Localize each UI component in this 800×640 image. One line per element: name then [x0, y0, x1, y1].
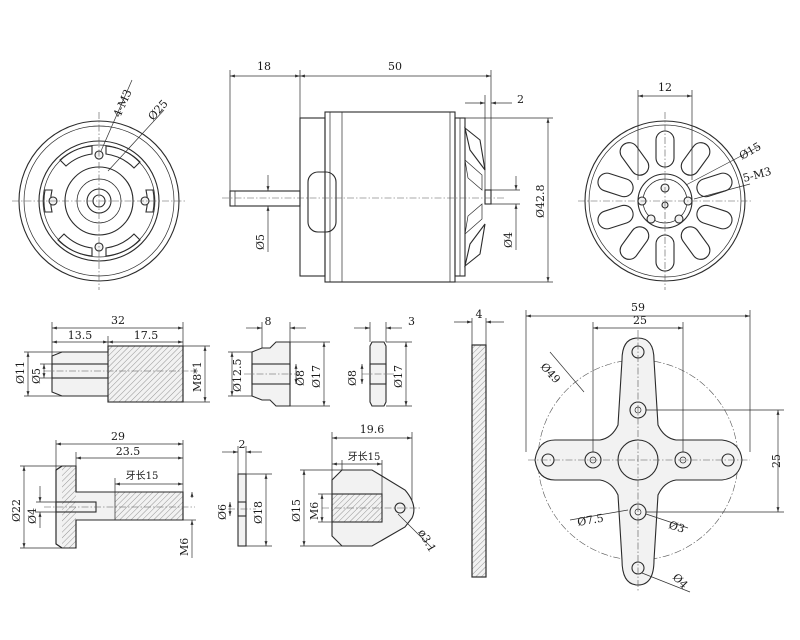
- flat-washer-6: 2 Ø6 Ø18: [216, 438, 272, 547]
- dim-front-shaft-5: Ø5: [254, 234, 267, 250]
- x-mount-top-view: 59 25 25 Ø49 Ø7.5 Ø3 Ø4: [525, 301, 784, 593]
- dim-17-5: 17.5: [134, 329, 159, 342]
- label-5-m3: 5-M3: [741, 165, 772, 185]
- rear-vent-slot: [696, 204, 733, 230]
- cone-washer: 8 Ø12.5 Ø8 Ø17: [228, 315, 330, 407]
- dim-3-hole: Ø3: [667, 518, 686, 535]
- dim-25-vertical: 25: [770, 454, 783, 468]
- dim-4-hole: Ø4: [670, 571, 691, 592]
- dim-bore-8-b: Ø8: [346, 370, 359, 386]
- rear-vent-slot: [696, 172, 733, 198]
- dim-11: Ø11: [14, 361, 27, 384]
- label-circle-15: Ø15: [737, 140, 763, 163]
- rear-vent-slot: [680, 226, 711, 260]
- dim-59: 59: [631, 301, 645, 314]
- rear-vent-slot: [655, 130, 675, 168]
- dim-49-circle: Ø49: [538, 360, 563, 386]
- dim-3-width: 3: [408, 315, 415, 328]
- rear-vent-slot: [619, 142, 650, 176]
- dim-3-1-hole: ø3.1: [415, 527, 438, 554]
- dim-2: 2: [517, 93, 524, 106]
- motor-side-view: 18 50 2 Ø42.8 Ø5 Ø4: [222, 60, 553, 283]
- dim-m6-adapter: M6: [178, 538, 191, 556]
- rear-vent-slot: [619, 226, 650, 260]
- dim-32: 32: [111, 314, 125, 327]
- rear-vent-slot: [680, 142, 711, 176]
- dim-bore-8-a: Ø8: [294, 370, 307, 386]
- x-mount-side-view: 4: [454, 308, 504, 578]
- label-bolt-circle-25: Ø25: [146, 97, 171, 123]
- dim-50: 50: [388, 60, 402, 73]
- dim-thread-length-15: 牙长15: [126, 470, 159, 482]
- dim-m8x1: M8*1: [191, 361, 204, 392]
- dim-12: 12: [658, 81, 672, 94]
- dim-29: 29: [111, 430, 125, 443]
- motor-front-view: 4-M3 Ø25: [12, 79, 186, 290]
- dim-4-thickness: 4: [476, 308, 483, 321]
- dim-19-6: 19.6: [360, 423, 385, 436]
- dim-m6-nut: M6: [308, 502, 321, 520]
- motor-rear-view: 12 Ø15 5-M3: [578, 81, 773, 290]
- dim-nut-thread-15: 牙长15: [348, 451, 381, 463]
- label-4-m3: 4-M3: [111, 87, 135, 119]
- rear-vent-slot: [597, 204, 634, 230]
- dim-13-5: 13.5: [68, 329, 93, 342]
- dim-18: 18: [257, 60, 271, 73]
- dim-bore-5: Ø5: [30, 368, 43, 384]
- dim-bore-4: Ø4: [26, 508, 39, 524]
- dim-18: Ø18: [252, 501, 265, 524]
- dim-17-a: Ø17: [310, 365, 323, 388]
- dim-rear-shaft-4: Ø4: [502, 232, 515, 248]
- dim-12-5: Ø12.5: [231, 358, 244, 392]
- prop-nut: 19.6 牙长15 Ø15 M6 ø3.1: [290, 423, 439, 554]
- dim-bore-6: Ø6: [216, 504, 229, 520]
- dim-23-5: 23.5: [116, 445, 141, 458]
- prop-adapter-b: 29 23.5 牙长15 Ø22 Ø4 M6: [10, 430, 196, 558]
- dim-7-5: Ø7.5: [576, 512, 604, 529]
- flat-washer-8: 3 Ø8 Ø17: [346, 315, 415, 407]
- dim-42-8: Ø42.8: [534, 184, 547, 218]
- dim-15-nut: Ø15: [290, 499, 303, 522]
- dim-22: Ø22: [10, 499, 23, 522]
- prop-adapter-a: 32 13.5 17.5 Ø11 Ø5 M8*1: [14, 314, 210, 403]
- dim-8-width: 8: [265, 315, 272, 328]
- dim-2-width: 2: [239, 438, 246, 451]
- dim-25-horizontal: 25: [633, 314, 647, 327]
- dim-17-b: Ø17: [392, 365, 405, 388]
- rear-vent-slot: [597, 172, 634, 198]
